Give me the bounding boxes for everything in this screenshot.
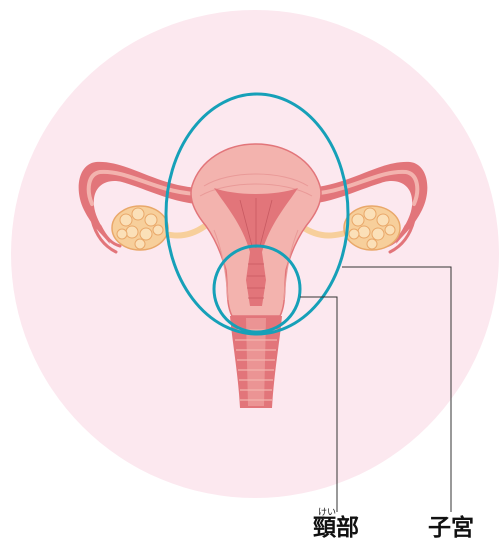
- left-ovary: [112, 206, 168, 250]
- uterus-label: 子宮: [428, 517, 474, 540]
- cervix-label: 頸部: [313, 517, 359, 540]
- right-ovary: [344, 206, 400, 250]
